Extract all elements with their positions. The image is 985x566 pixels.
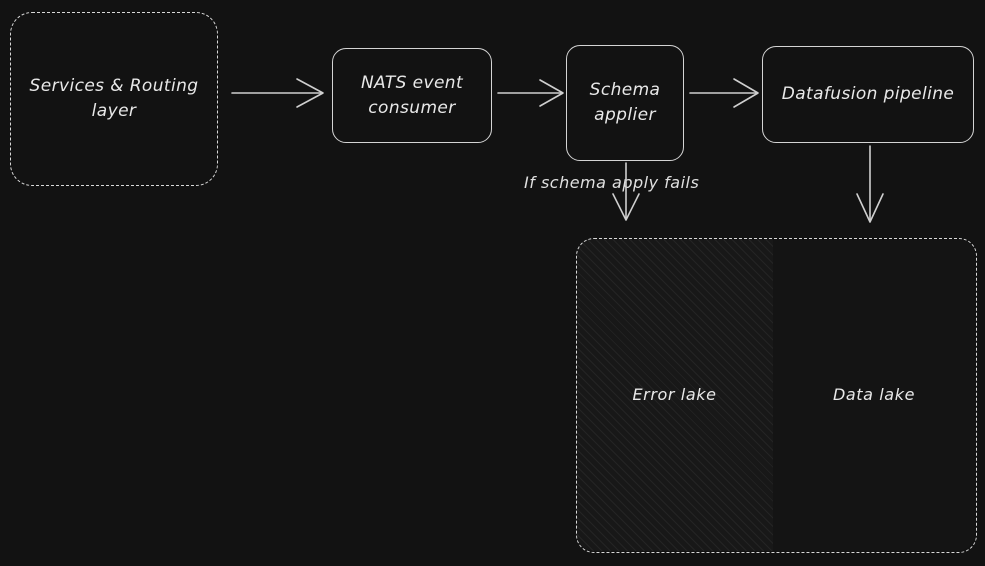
data-lake-label: Data lake	[832, 385, 916, 404]
arrow-nats-to-schema	[497, 79, 564, 107]
node-services-routing-layer-label: Services & Routing layer	[29, 76, 199, 121]
arrow-datafusion-to-data-lake	[856, 145, 884, 223]
node-schema-applier-label: Schema applier	[589, 80, 661, 125]
node-nats-event-consumer[interactable]: NATS event consumer	[332, 48, 492, 143]
error-lake-region[interactable]	[576, 238, 773, 551]
lakes-container-outline	[576, 238, 977, 553]
edge-label-if-schema-apply-fails: If schema apply fails	[524, 173, 700, 192]
node-schema-applier[interactable]: Schema applier	[566, 45, 684, 161]
data-lake-region[interactable]	[773, 238, 975, 551]
node-services-routing-layer[interactable]: Services & Routing layer	[10, 12, 218, 186]
node-datafusion-pipeline[interactable]: Datafusion pipeline	[762, 46, 974, 143]
arrow-schema-to-datafusion	[689, 78, 759, 108]
arrow-services-to-nats	[231, 78, 324, 108]
error-lake-label: Error lake	[632, 385, 717, 404]
node-nats-event-consumer-label: NATS event consumer	[360, 72, 464, 118]
lakes-container[interactable]: Error lake Data lake	[576, 238, 977, 553]
node-datafusion-pipeline-label: Datafusion pipeline	[781, 84, 955, 105]
